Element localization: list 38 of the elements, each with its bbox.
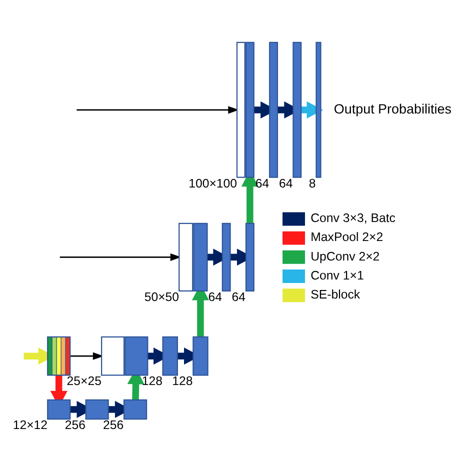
legend-label: Conv 1×1 (310, 268, 364, 282)
node-bar (316, 41, 322, 178)
node-label: 128 (142, 374, 162, 388)
legend-label: Conv 3×3, Batc (310, 210, 396, 225)
node-bar (269, 41, 278, 178)
label: Output Probabilities (334, 100, 452, 116)
node-bar (193, 222, 208, 291)
node-bar (222, 222, 231, 291)
node-box (101, 336, 125, 376)
node-label: 12×12 (12, 417, 48, 432)
node-bar (236, 41, 246, 178)
node-bar (192, 336, 208, 376)
node-box (47, 398, 71, 420)
node-label: 256 (64, 417, 86, 432)
node-label: 64 (279, 176, 293, 190)
legend-label: MaxPool 2×2 (310, 230, 384, 244)
node-label: 25×25 (66, 374, 102, 388)
node-bar (245, 222, 254, 291)
node-label: 64 (208, 289, 222, 304)
node-label: 64 (255, 176, 270, 190)
node-box (124, 336, 148, 376)
node-label: 64 (232, 289, 246, 304)
arrow (70, 352, 104, 360)
arrow (76, 106, 239, 114)
node-label: 50×50 (144, 289, 180, 304)
node-label: 256 (103, 417, 124, 432)
node-bar (245, 41, 254, 178)
node-box (85, 398, 109, 420)
legend-label: UpConv 2×2 (310, 248, 380, 263)
node-bar (178, 222, 194, 291)
node-box (123, 398, 148, 420)
legend-label: SE-block (310, 287, 360, 302)
node-label: 128 (172, 374, 193, 388)
node-bar (292, 41, 302, 178)
node-label: 8 (308, 176, 316, 190)
arrow (60, 252, 182, 260)
node-label: 100×100 (188, 176, 238, 190)
node-bar (162, 336, 178, 376)
